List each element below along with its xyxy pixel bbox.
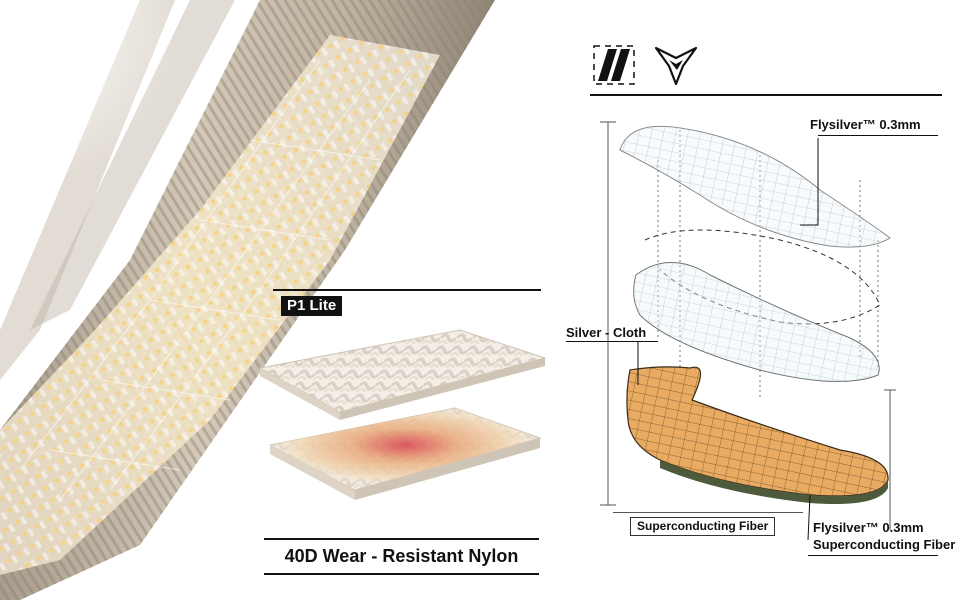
label-flysilver-top: Flysilver™ 0.3mm [810,117,921,132]
caption-rule-bottom [264,573,539,575]
p1-lite-rule [273,289,541,291]
label-flysilver-bottom-rule [808,555,938,556]
label-flysilver-bottom-1: Flysilver™ 0.3mm [813,520,924,535]
label-silver-cloth: Silver - Cloth [566,325,647,340]
label-flysilver-bottom-2: Superconducting Fiber [813,537,956,552]
fabric-layers-illustration [258,329,547,500]
label-superconducting-fiber: Superconducting Fiber [630,517,776,536]
fabric-tube-illustration [0,0,495,600]
header-rule [590,94,942,96]
label-flysilver-top-rule [818,135,938,136]
label-silver-cloth-rule [566,341,658,342]
brand-logo-icon [654,46,698,86]
p1-lite-badge: P1 Lite [281,296,343,316]
label-bottom-rule [613,512,803,513]
insole-layers-diagram [600,121,896,541]
diagonal-stripes-icon [593,45,635,85]
caption-nylon: 40D Wear - Resistant Nylon [284,546,519,566]
caption-rule-top [264,538,539,540]
